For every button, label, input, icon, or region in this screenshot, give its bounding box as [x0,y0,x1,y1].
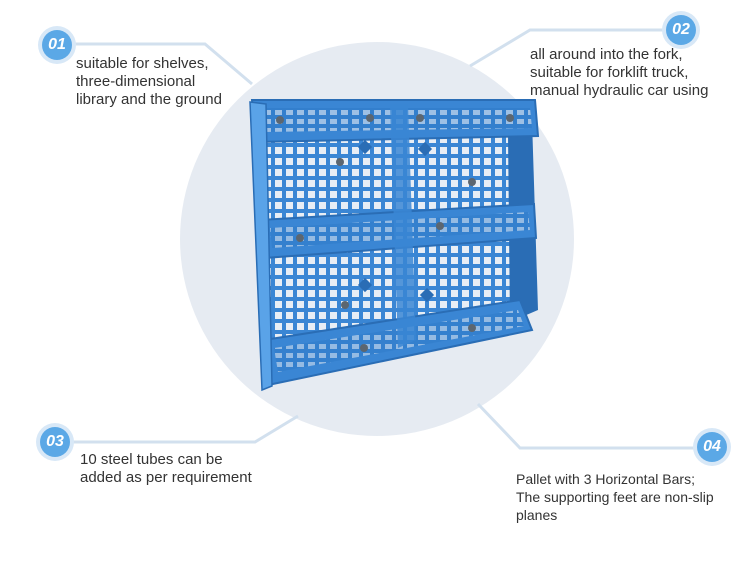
feature-01-line-2: three-dimensional [76,73,196,90]
plastic-pallet-image [249,99,540,392]
connector-01 [62,42,253,86]
feature-04-line-3: planes [516,507,558,523]
connector-04 [476,402,720,450]
feature-03-line-1: 10 steel tubes can be [80,451,223,468]
feature-03-line-2: added as per requirement [80,469,252,486]
connector-02 [469,28,688,68]
feature-04-text: Pallet with 3 Horizontal Bars; The suppo… [516,470,714,524]
feature-04-number: 04 [703,438,721,455]
feature-03-number-badge: 03 [40,427,70,457]
feature-04-number-badge: 04 [697,432,727,462]
feature-04-line-2: The supporting feet are non-slip [516,489,714,505]
feature-02-line-2: suitable for forklift truck, [530,64,689,81]
feature-01-number: 01 [48,36,66,53]
feature-02-number-badge: 02 [666,15,696,45]
feature-04-line-1: Pallet with 3 Horizontal Bars; [516,471,695,487]
feature-02-text: all around into the fork, suitable for f… [530,46,708,100]
feature-03-text: 10 steel tubes can be added as per requi… [80,451,252,487]
feature-01-line-3: library and the ground [76,91,222,108]
feature-02-number: 02 [672,21,690,38]
feature-01-number-badge: 01 [42,30,72,60]
feature-02-line-3: manual hydraulic car using [530,82,709,99]
feature-01-text: suitable for shelves, three-dimensional … [76,55,222,109]
feature-03-number: 03 [46,433,64,450]
feature-02-line-1: all around into the fork, [530,46,683,63]
feature-01-line-1: suitable for shelves, [76,55,209,72]
connector-03 [40,414,299,444]
